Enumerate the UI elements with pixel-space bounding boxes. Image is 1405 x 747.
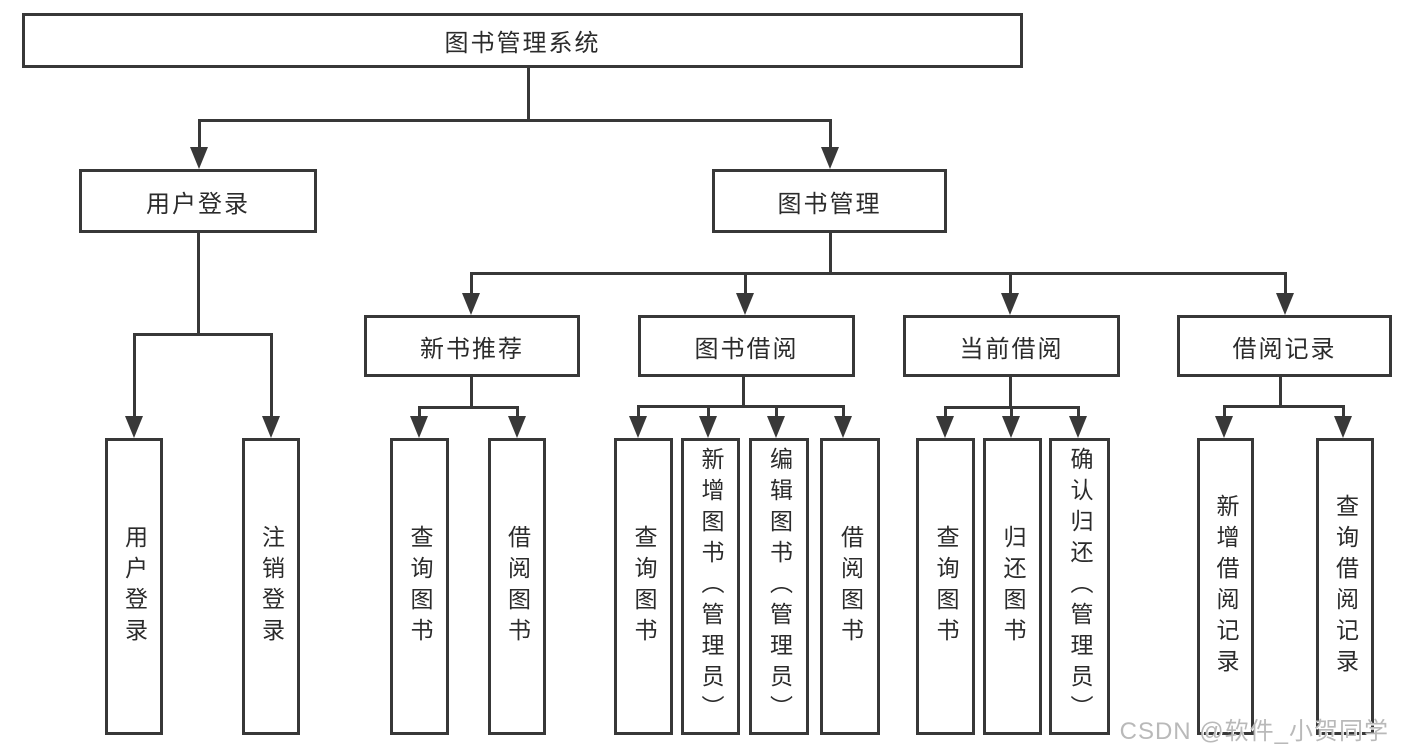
leaf-logout: 注销登录 xyxy=(242,438,300,735)
arrow-down-icon xyxy=(410,416,428,438)
node-user-login: 用户登录 xyxy=(79,169,317,233)
connector-line xyxy=(198,119,201,153)
node-label: 图书管理 xyxy=(777,190,882,218)
arrow-down-icon xyxy=(767,416,785,438)
leaf-label: 编辑图书（管理员） xyxy=(766,447,793,726)
leaf-label: 确认归还（管理员） xyxy=(1067,447,1093,726)
arrow-down-icon xyxy=(629,416,647,438)
connector-line xyxy=(775,405,778,420)
connector-line xyxy=(829,233,832,275)
connector-line xyxy=(707,405,710,420)
connector-line xyxy=(1223,405,1226,420)
leaf-label: 借阅图书 xyxy=(837,524,864,649)
leaf-borrow-books-recommend: 借阅图书 xyxy=(488,438,546,735)
node-book-management: 图书管理 xyxy=(712,169,947,233)
node-book-borrowing: 图书借阅 xyxy=(638,315,855,377)
connector-line xyxy=(133,333,136,420)
node-library-management-system: 图书管理系统 xyxy=(22,13,1023,68)
connector-line xyxy=(742,377,745,408)
arrow-down-icon xyxy=(1001,293,1019,315)
arrow-down-icon xyxy=(821,147,839,169)
leaf-query-books-borrowing: 查询图书 xyxy=(614,438,673,735)
connector-line xyxy=(1342,405,1345,420)
arrow-down-icon xyxy=(508,416,526,438)
leaf-confirm-return-admin: 确认归还（管理员） xyxy=(1049,438,1110,735)
connector-line xyxy=(197,233,200,336)
connector-line xyxy=(198,119,832,122)
connector-line xyxy=(829,119,832,153)
arrow-down-icon xyxy=(834,416,852,438)
connector-line xyxy=(1223,405,1345,408)
connector-line xyxy=(842,405,845,420)
node-new-book-recommend: 新书推荐 xyxy=(364,315,580,377)
leaf-borrow-books: 借阅图书 xyxy=(820,438,880,735)
node-label: 图书管理系统 xyxy=(444,30,601,57)
leaf-label: 查询借阅记录 xyxy=(1332,493,1359,680)
connector-line xyxy=(1279,377,1282,408)
leaf-label: 用户登录 xyxy=(121,524,148,649)
leaf-query-borrow-record: 查询借阅记录 xyxy=(1316,438,1374,735)
arrow-down-icon xyxy=(1002,416,1020,438)
connector-line xyxy=(418,406,519,409)
leaf-query-books-recommend: 查询图书 xyxy=(390,438,449,735)
node-label: 用户登录 xyxy=(146,190,250,218)
node-borrowing-records: 借阅记录 xyxy=(1177,315,1392,377)
csdn-watermark: CSDN @软件_小贺同学 xyxy=(1119,718,1389,745)
leaf-add-book-admin: 新增图书（管理员） xyxy=(681,438,740,735)
leaf-label: 借阅图书 xyxy=(504,524,531,649)
leaf-user-login: 用户登录 xyxy=(105,438,163,735)
node-label: 图书借阅 xyxy=(694,335,799,363)
leaf-label: 查询图书 xyxy=(631,524,657,649)
arrow-down-icon xyxy=(262,416,280,438)
connector-line xyxy=(1077,406,1080,420)
connector-line xyxy=(133,333,273,336)
arrow-down-icon xyxy=(125,416,143,438)
leaf-edit-book-admin: 编辑图书（管理员） xyxy=(749,438,809,735)
leaf-label: 查询图书 xyxy=(407,524,433,649)
connector-line xyxy=(470,272,1287,275)
node-label: 当前借阅 xyxy=(959,335,1064,363)
arrow-down-icon xyxy=(1334,416,1352,438)
leaf-label: 查询图书 xyxy=(933,524,959,649)
leaf-label: 新增图书（管理员） xyxy=(698,447,724,726)
leaf-add-borrow-record: 新增借阅记录 xyxy=(1197,438,1254,735)
connector-line xyxy=(516,406,519,420)
connector-line xyxy=(637,405,845,408)
arrow-down-icon xyxy=(699,416,717,438)
connector-line xyxy=(418,406,421,420)
leaf-query-books-current: 查询图书 xyxy=(916,438,975,735)
node-label: 借阅记录 xyxy=(1232,335,1337,363)
node-current-borrowing: 当前借阅 xyxy=(903,315,1120,377)
arrow-down-icon xyxy=(1215,416,1233,438)
connector-line xyxy=(944,406,947,420)
connector-line xyxy=(637,405,640,420)
connector-line xyxy=(527,68,530,122)
leaf-label: 归还图书 xyxy=(1000,524,1026,649)
connector-line xyxy=(1010,406,1013,420)
leaf-label: 注销登录 xyxy=(258,524,285,649)
connector-line xyxy=(1284,272,1287,297)
leaf-label: 新增借阅记录 xyxy=(1213,493,1239,680)
connector-line xyxy=(470,377,473,409)
connector-line xyxy=(1009,377,1012,409)
arrow-down-icon xyxy=(190,147,208,169)
leaf-return-book: 归还图书 xyxy=(983,438,1042,735)
node-label: 新书推荐 xyxy=(420,335,524,363)
connector-line xyxy=(1009,272,1012,297)
connector-line xyxy=(470,272,473,297)
connector-line xyxy=(744,272,747,297)
arrow-down-icon xyxy=(1276,293,1294,315)
arrow-down-icon xyxy=(736,293,754,315)
arrow-down-icon xyxy=(936,416,954,438)
connector-line xyxy=(270,333,273,420)
arrow-down-icon xyxy=(462,293,480,315)
arrow-down-icon xyxy=(1069,416,1087,438)
